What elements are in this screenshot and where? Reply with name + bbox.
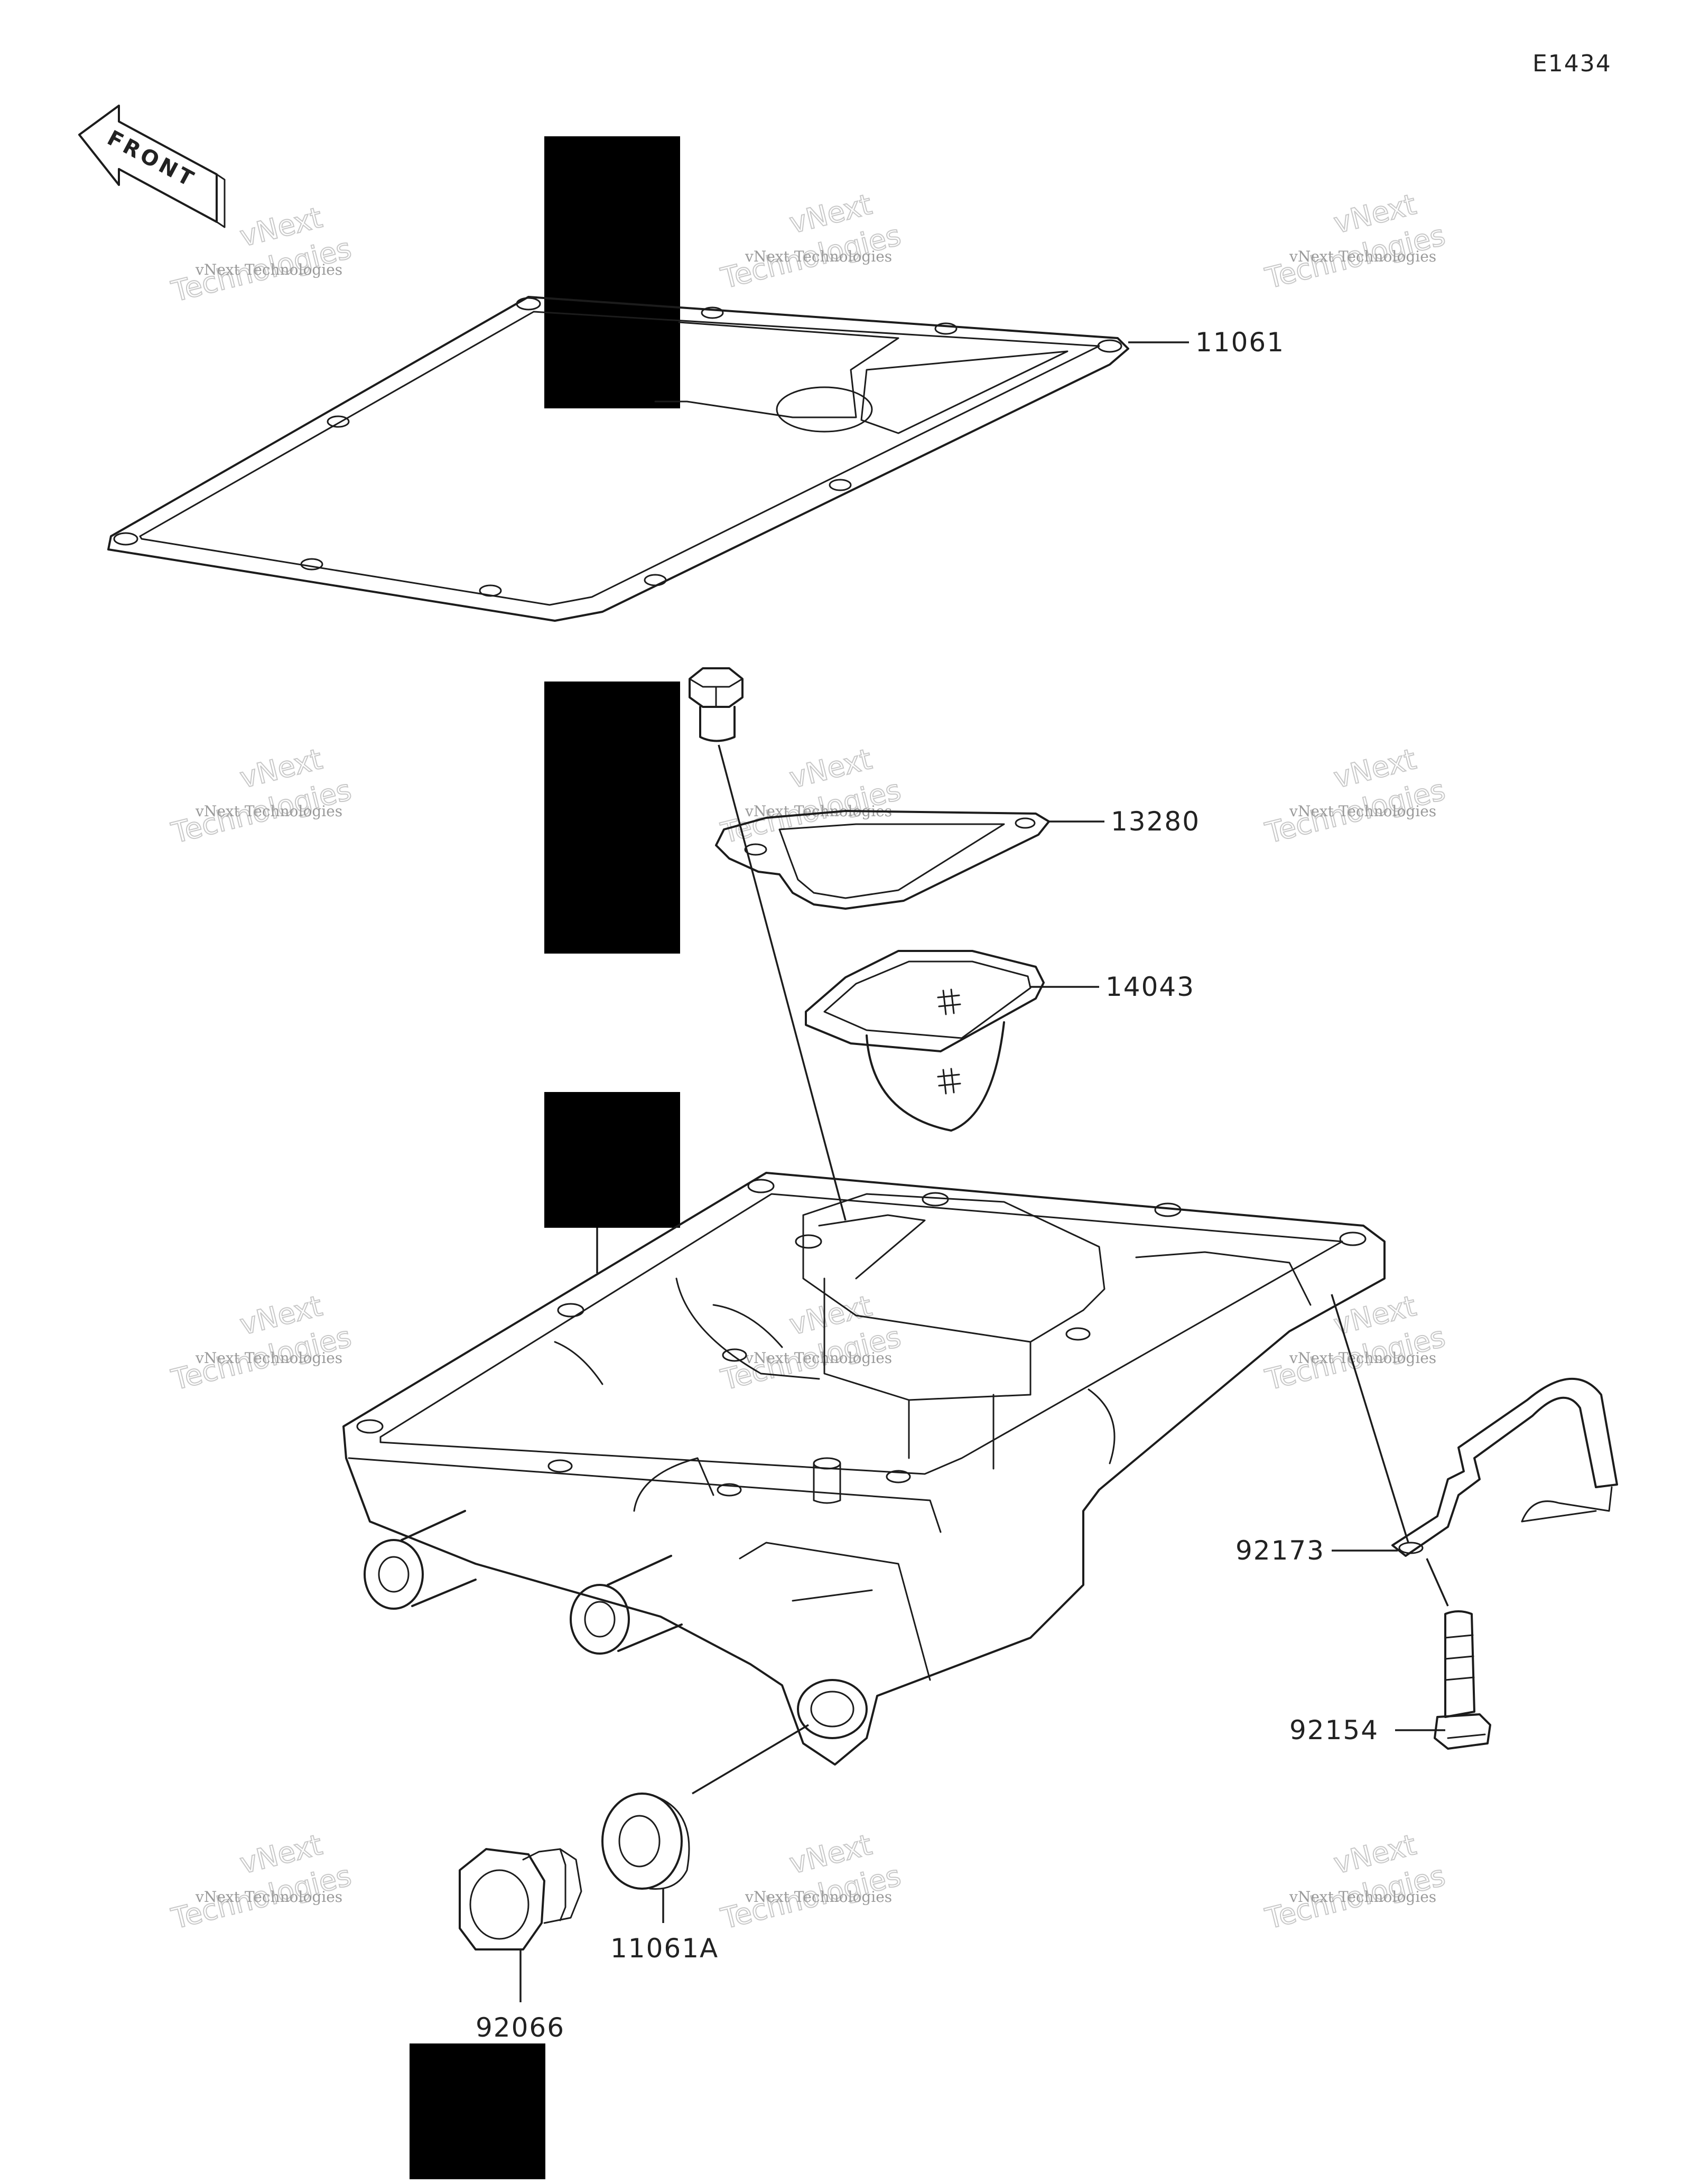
redaction-block-4 bbox=[410, 2043, 545, 2179]
watermark: Technologies vNext vNext Technologies bbox=[168, 742, 355, 851]
svg-text:vNext Technologies: vNext Technologies bbox=[745, 1888, 892, 1906]
oil-strainer bbox=[805, 950, 1045, 1132]
watermark: Technologies vNext vNext Technologies bbox=[168, 1289, 355, 1397]
callout-92173: 92173 bbox=[1235, 1535, 1325, 1566]
oil-pan bbox=[342, 1172, 1386, 1766]
oil-pan-boss-right bbox=[570, 1555, 683, 1655]
watermark: Technologies vNext vNext Technologies bbox=[717, 187, 905, 296]
svg-text:vNext Technologies: vNext Technologies bbox=[1289, 802, 1436, 820]
callout-13280: 13280 bbox=[1111, 806, 1200, 837]
watermark: Technologies vNext vNext Technologies bbox=[717, 742, 905, 851]
callout-14043: 14043 bbox=[1105, 972, 1195, 1002]
svg-text:vNext Technologies: vNext Technologies bbox=[1289, 248, 1436, 265]
redaction-block-2 bbox=[544, 682, 680, 954]
redaction-block-1 bbox=[544, 136, 680, 408]
callout-92066: 92066 bbox=[476, 2012, 565, 2043]
strainer-cover-gasket bbox=[715, 810, 1050, 910]
svg-text:vNext Technologies: vNext Technologies bbox=[195, 802, 342, 820]
svg-text:vNext Technologies: vNext Technologies bbox=[195, 261, 342, 278]
watermark: Technologies vNext vNext Technologies bbox=[168, 1827, 355, 1936]
watermark: Technologies vNext vNext Technologies bbox=[717, 1289, 905, 1397]
callout-11061a: 11061A bbox=[610, 1933, 719, 1964]
svg-text:vNext Technologies: vNext Technologies bbox=[1289, 1888, 1436, 1906]
redaction-block-3 bbox=[544, 1092, 680, 1228]
svg-text:vNext Technologies: vNext Technologies bbox=[745, 248, 892, 265]
svg-text:vNext Technologies: vNext Technologies bbox=[195, 1349, 342, 1367]
callout-11061: 11061 bbox=[1195, 327, 1285, 358]
svg-text:vNext Technologies: vNext Technologies bbox=[745, 1349, 892, 1367]
oil-pan-gasket bbox=[107, 296, 1129, 622]
watermark: Technologies vNext vNext Technologies bbox=[1261, 1827, 1449, 1936]
watermark: Technologies vNext vNext Technologies bbox=[717, 1827, 905, 1936]
drain-washer bbox=[601, 1793, 690, 1890]
callout-92154: 92154 bbox=[1289, 1715, 1379, 1746]
drain-plug bbox=[459, 1848, 582, 1950]
watermark: Technologies vNext vNext Technologies bbox=[1261, 742, 1449, 851]
drain-boss bbox=[797, 1679, 868, 1739]
figure-code: E1434 bbox=[1532, 50, 1612, 77]
watermark: Technologies vNext vNext Technologies bbox=[1261, 1289, 1449, 1397]
watermarks: Technologies vNext vNext Technologies Te… bbox=[168, 187, 1449, 1936]
svg-text:vNext Technologies: vNext Technologies bbox=[1289, 1349, 1436, 1367]
oil-pan-boss-left bbox=[364, 1510, 477, 1610]
flange-bolt bbox=[1434, 1610, 1491, 1750]
leader-lines bbox=[519, 341, 1449, 2002]
mesh-icon bbox=[937, 988, 961, 1095]
svg-text:vNext Technologies: vNext Technologies bbox=[195, 1888, 342, 1906]
watermark: Technologies vNext vNext Technologies bbox=[1261, 187, 1449, 296]
clamp bbox=[1391, 1377, 1618, 1557]
front-arrow-icon: FRONT bbox=[78, 105, 226, 228]
strainer-bolt bbox=[689, 667, 744, 742]
watermark: Technologies vNext vNext Technologies bbox=[168, 200, 355, 309]
